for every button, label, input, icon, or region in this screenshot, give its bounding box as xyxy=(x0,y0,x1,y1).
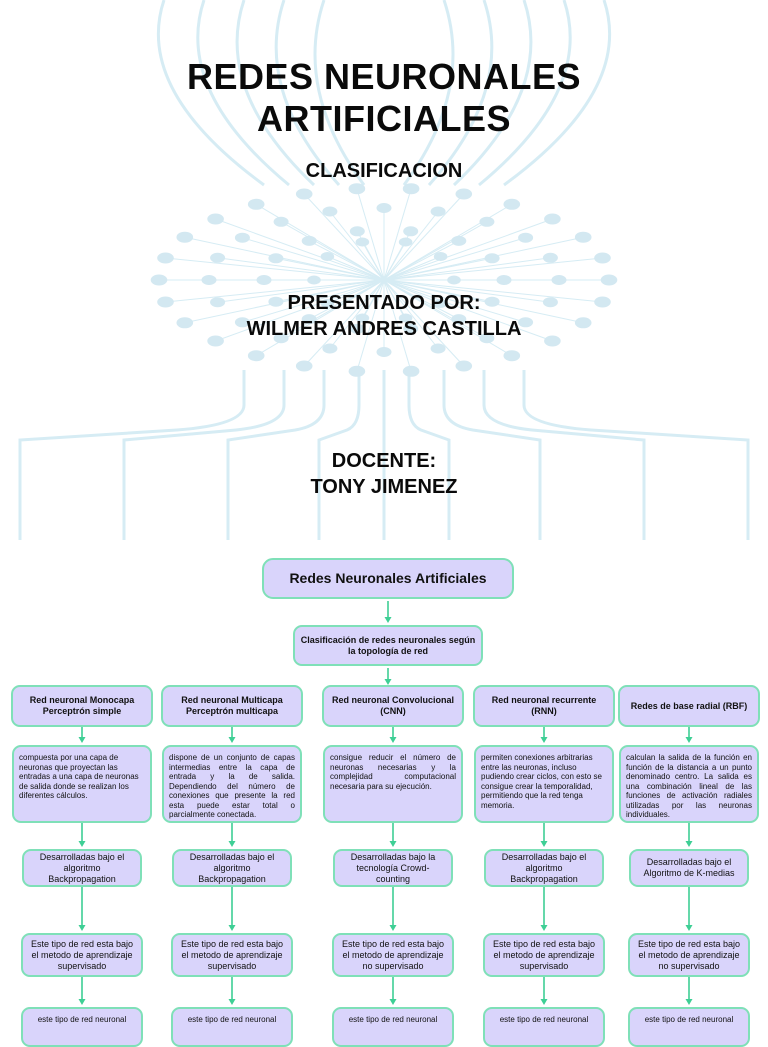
connector-arrow-9 xyxy=(228,887,236,931)
connector-arrow-12 xyxy=(389,823,397,847)
connector-arrow-8 xyxy=(228,823,236,847)
root-node: Redes Neuronales Artificiales xyxy=(262,558,514,599)
connector-arrow-6 xyxy=(78,977,86,1005)
col1-name-node: Red neuronal Monocapa Perceptrón simple xyxy=(11,685,153,727)
connector-arrow-11 xyxy=(389,727,397,743)
col2-extra-node: este tipo de red neuronal xyxy=(171,1007,293,1047)
col2-learning-node: Este tipo de red esta bajo el metodo de … xyxy=(171,933,293,977)
connector-arrow-10 xyxy=(228,977,236,1005)
presenter-name: WILMER ANDRES CASTILLA xyxy=(246,318,522,340)
teacher-name: TONY JIMENEZ xyxy=(310,476,458,498)
col5-learning-node: Este tipo de red esta bajo el metodo de … xyxy=(628,933,750,977)
col1-description-node: compuesta por una capa de neuronas que p… xyxy=(12,745,152,823)
col5-description-node: calculan la salida de la función en func… xyxy=(619,745,759,823)
connector-arrow-5 xyxy=(78,887,86,931)
connector-arrow-19 xyxy=(685,727,693,743)
connector-arrow-18 xyxy=(540,977,548,1005)
col4-description-node: permiten conexiones arbitrarias entre la… xyxy=(474,745,614,823)
connector-arrow-3 xyxy=(78,727,86,743)
connector-arrow-14 xyxy=(389,977,397,1005)
neural-network-illustration xyxy=(18,0,750,540)
connector-arrow-17 xyxy=(540,887,548,931)
col4-learning-node: Este tipo de red esta bajo el metodo de … xyxy=(483,933,605,977)
connector-arrows xyxy=(78,601,693,1005)
col4-extra-node: este tipo de red neuronal xyxy=(483,1007,605,1047)
col1-learning-node: Este tipo de red esta bajo el metodo de … xyxy=(21,933,143,977)
col5-name-node: Redes de base radial (RBF) xyxy=(618,685,760,727)
presented-by-label: PRESENTADO POR: xyxy=(287,292,481,314)
connector-arrow-21 xyxy=(685,887,693,931)
col2-description-node: dispone de un conjunto de capas intermed… xyxy=(162,745,302,823)
connector-arrow-7 xyxy=(228,727,236,743)
col3-extra-node: este tipo de red neuronal xyxy=(332,1007,454,1047)
col4-name-node: Red neuronal recurrente (RNN) xyxy=(473,685,615,727)
teacher-label: DOCENTE: xyxy=(331,450,437,472)
connector-arrow-20 xyxy=(685,823,693,847)
connector-arrow-2 xyxy=(384,668,392,685)
classification-node: Clasificación de redes neuronales según … xyxy=(293,625,483,666)
col3-description-node: consigue reducir el número de neuronas n… xyxy=(323,745,463,823)
col3-name-node: Red neuronal Convolucional (CNN) xyxy=(322,685,464,727)
subtitle: CLASIFICACION xyxy=(305,160,463,182)
col5-extra-node: este tipo de red neuronal xyxy=(628,1007,750,1047)
title-line-2: ARTIFICIALES xyxy=(257,98,511,139)
title-line-1: REDES NEURONALES xyxy=(186,56,582,97)
connector-arrow-13 xyxy=(389,887,397,931)
col3-algorithm-node: Desarrolladas bajo la tecnología Crowd- … xyxy=(333,849,453,887)
col2-algorithm-node: Desarrolladas bajo el algoritmo Backprop… xyxy=(172,849,292,887)
col4-algorithm-node: Desarrolladas bajo el algoritmo Backprop… xyxy=(484,849,604,887)
connector-arrow-15 xyxy=(540,727,548,743)
col1-extra-node: este tipo de red neuronal xyxy=(21,1007,143,1047)
cover-page: REDES NEURONALES ARTIFICIALES CLASIFICAC… xyxy=(18,0,750,540)
connector-arrow-1 xyxy=(384,601,392,623)
connector-arrow-4 xyxy=(78,823,86,847)
connector-arrow-16 xyxy=(540,823,548,847)
col1-algorithm-node: Desarrolladas bajo el algoritmo Backprop… xyxy=(22,849,142,887)
connector-arrow-22 xyxy=(685,977,693,1005)
col3-learning-node: Este tipo de red esta bajo el metodo de … xyxy=(332,933,454,977)
col5-algorithm-node: Desarrolladas bajo el Algoritmo de K-med… xyxy=(629,849,749,887)
concept-map: Redes Neuronales Artificiales Clasificac… xyxy=(0,545,768,1047)
col2-name-node: Red neuronal Multicapa Perceptrón multic… xyxy=(161,685,303,727)
